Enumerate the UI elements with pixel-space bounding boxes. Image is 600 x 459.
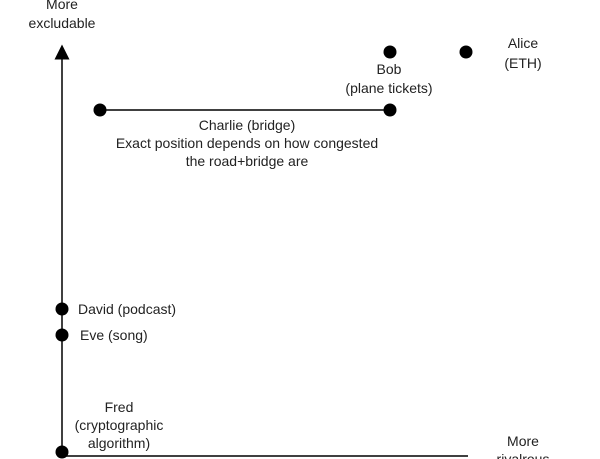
y-axis-label-line1: More [46,0,78,12]
david-point [55,302,69,316]
charlie-label-line2: Exact position depends on how congested [116,135,378,151]
y-axis-label-line2: excludable [29,15,96,31]
david-label: David (podcast) [78,301,176,317]
bob-label-line2: (plane tickets) [345,80,432,96]
charlie-point-right [383,103,397,117]
fred-label-line2: (cryptographic [75,417,164,433]
charlie-point-left [93,103,107,117]
bob-point [383,45,397,59]
x-axis-label-line1: More [507,433,539,449]
bob-label-line1: Bob [377,61,402,77]
alice-label-line2: (ETH) [504,55,541,71]
alice-point [459,45,473,59]
charlie-label-line1: Charlie (bridge) [199,117,295,133]
fred-label-line3: algorithm) [88,435,150,451]
eve-point [55,328,69,342]
charlie-label-line3: the road+bridge are [186,153,309,169]
eve-label: Eve (song) [80,327,148,343]
fred-point [55,445,69,459]
fred-label-line1: Fred [105,399,134,415]
x-axis-label-line2: rivalrous [497,451,550,459]
alice-label-line1: Alice [508,35,539,51]
